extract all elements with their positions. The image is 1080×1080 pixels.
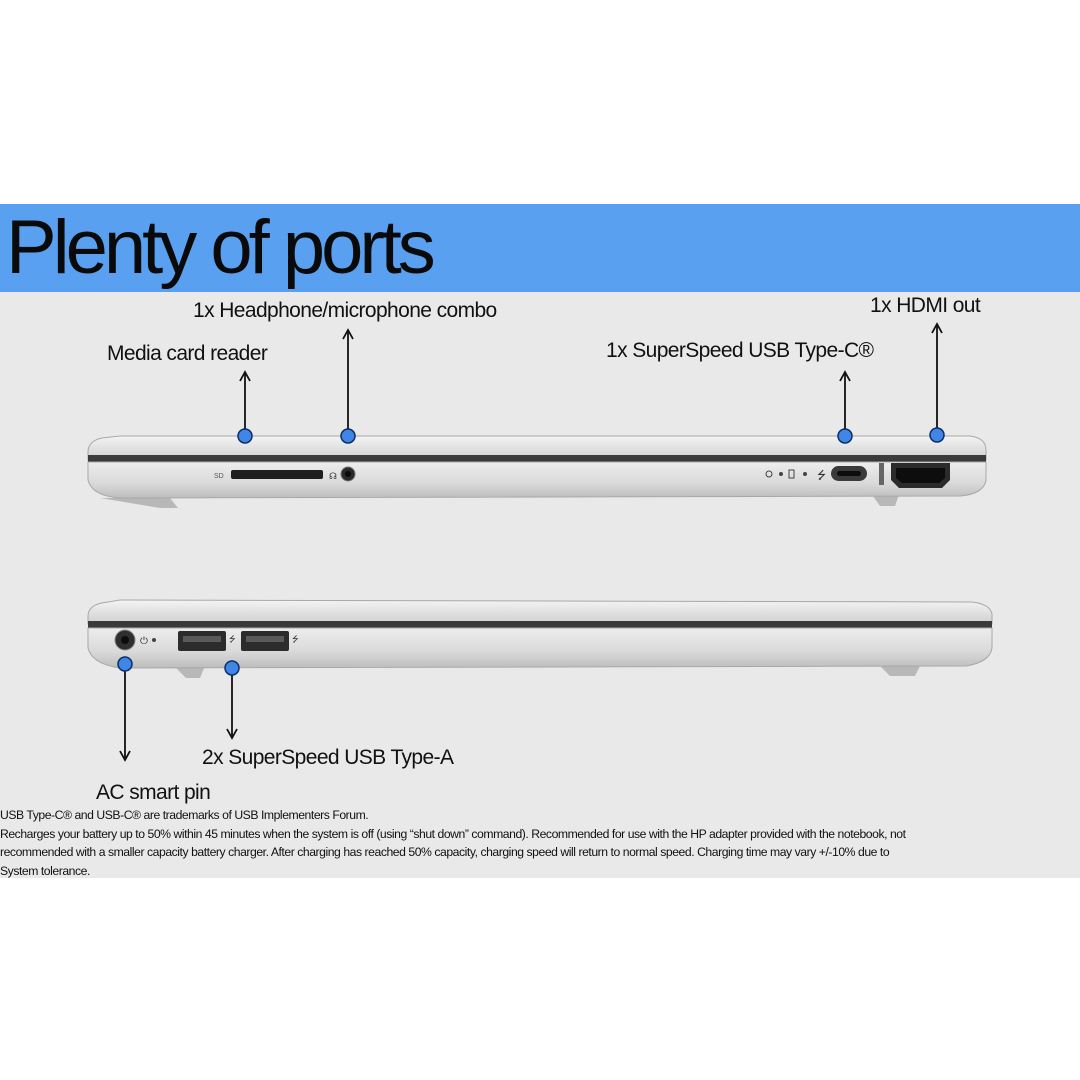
- hinge-gap: [88, 621, 992, 628]
- dot-ac-pin: [117, 656, 133, 672]
- activity-led: [803, 472, 807, 476]
- dot-headphone: [340, 428, 356, 444]
- hdmi-port-inner: [896, 468, 945, 483]
- hinge-gap: [88, 455, 986, 462]
- footnote-charging-3: System tolerance.: [0, 863, 90, 878]
- callout-hdmi-label: 1x HDMI out: [870, 294, 981, 317]
- footnotes: USB Type-C® and USB-C® are trademarks of…: [0, 806, 1080, 880]
- ss-usb-icon: ⭍: [229, 635, 236, 644]
- page-title: Plenty of ports: [6, 205, 436, 290]
- headset-icon: ☊: [329, 471, 337, 481]
- dot-card-reader: [237, 428, 253, 444]
- usb-a-port-2-tongue: [246, 636, 284, 642]
- ss-usb-icon: ⭍: [292, 635, 299, 644]
- base-top: [87, 627, 993, 669]
- callout-arrows: [119, 322, 943, 762]
- title-banner: Plenty of ports: [0, 204, 1080, 292]
- sd-marking: SD: [214, 473, 224, 480]
- callout-usb-c-label: 1x SuperSpeed USB Type-C®: [606, 339, 874, 362]
- power-led: [779, 472, 783, 476]
- footnote-charging-2: recommended with a smaller capacity batt…: [0, 845, 890, 860]
- laptop-right-side: SD ☊ ⭍: [87, 435, 987, 508]
- callout-usb-a-label: 2x SuperSpeed USB Type-A: [202, 746, 454, 769]
- usb-icon: ⭍: [817, 469, 826, 482]
- callout-dots: [117, 427, 945, 676]
- footnote-charging-1: Recharges your battery up to 50% within …: [0, 826, 906, 841]
- lid-top: [87, 599, 993, 625]
- callout-headphone-label: 1x Headphone/microphone combo: [193, 299, 497, 322]
- usb-a-port-1-tongue: [183, 636, 221, 642]
- dot-usb-a: [224, 660, 240, 676]
- drive-icon: [788, 469, 795, 479]
- ac-power-jack-hole: [121, 636, 129, 644]
- content-panel: [0, 204, 1080, 878]
- charge-led: [152, 638, 156, 642]
- usb-c-port-inner: [837, 471, 861, 476]
- plug-icon: ⏻: [140, 636, 148, 647]
- foot-left: [174, 666, 205, 678]
- callout-ac-pin-label: AC smart pin: [96, 781, 211, 804]
- dot-usb-c: [837, 428, 853, 444]
- foot-left: [100, 498, 178, 508]
- foot-right: [880, 666, 920, 676]
- power-icon: [765, 470, 773, 478]
- audio-jack-hole: [345, 471, 351, 477]
- laptop-left-side: ⏻ ⭍ ⭍: [87, 599, 993, 678]
- footnote-trademark: USB Type-C® and USB-C® are trademarks of…: [0, 808, 369, 822]
- hdmi-marking: [879, 463, 884, 485]
- sd-card-slot: [231, 470, 323, 479]
- dot-hdmi: [929, 427, 945, 443]
- callout-card-reader-label: Media card reader: [107, 342, 268, 365]
